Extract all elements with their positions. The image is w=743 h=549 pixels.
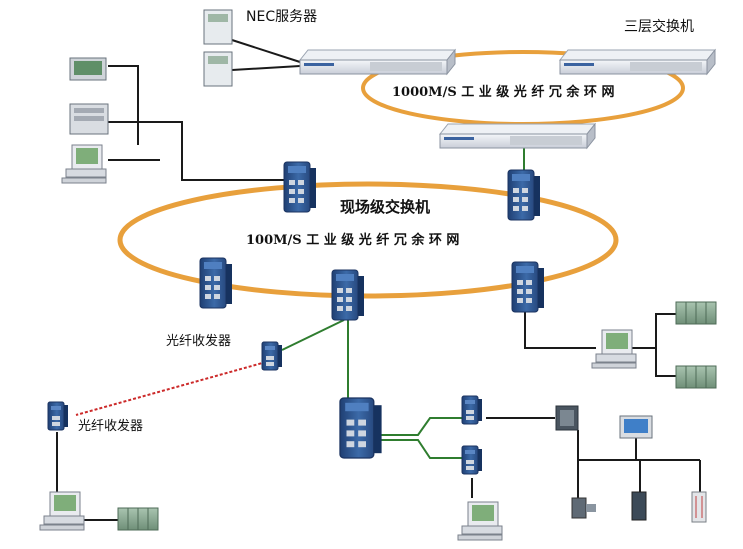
nec-server-label: NEC服务器 (246, 9, 317, 25)
top-ring-label: 1000M/S 工 业 级 光 纤 冗 余 环 网 (392, 84, 614, 100)
layer3-switch-label: 三层交换机 (624, 18, 694, 35)
field-ring-label: 100M/S 工 业 级 光 纤 冗 余 环 网 (246, 232, 459, 248)
computer-workstation-icon (39, 57, 637, 541)
fiber-transceiver-label-top: 光纤收发器 (166, 333, 231, 349)
field-switch-label: 现场级交换机 (340, 198, 430, 216)
plc-module-icon (117, 301, 717, 531)
nec-server-icon (203, 9, 233, 87)
field-ring (117, 181, 619, 299)
fiber-transceiver-label-bottom: 光纤收发器 (78, 418, 143, 434)
sensor-device-icon (571, 491, 707, 523)
network-links (56, 39, 701, 521)
fiber-transceiver-icon (47, 341, 483, 475)
